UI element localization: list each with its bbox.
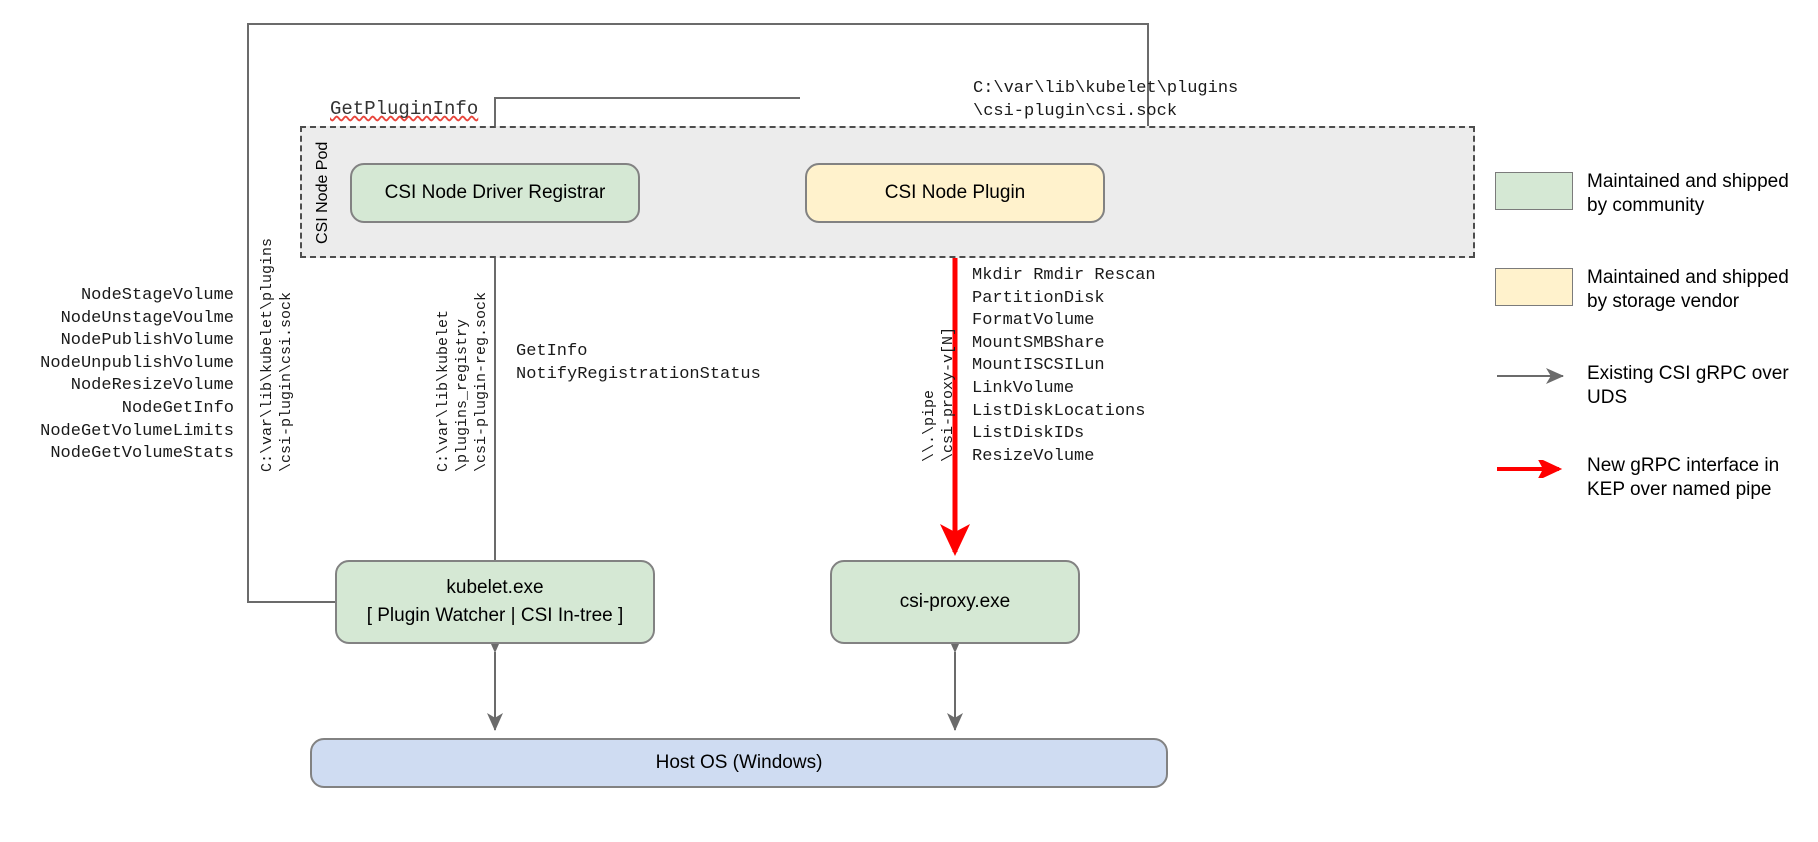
gray-arrow-icon <box>1497 368 1564 384</box>
legend-key-new-grpc <box>1495 454 1587 478</box>
legend-label-new-grpc: New gRPC interface in KEP over named pip… <box>1587 455 1780 500</box>
label-node-plugin-socket-path: C:\var\lib\kubelet\plugins \csi-plugin\c… <box>973 79 1239 121</box>
legend: Maintained and shipped by community Main… <box>1495 170 1805 546</box>
box-csi-node-plugin[interactable]: CSI Node Plugin <box>805 163 1105 223</box>
legend-item-storage-vendor: Maintained and shipped by storage vendor <box>1495 266 1805 314</box>
legend-key-existing-grpc <box>1495 362 1587 384</box>
box-host-os-title: Host OS (Windows) <box>655 752 823 774</box>
legend-item-community: Maintained and shipped by community <box>1495 170 1805 218</box>
red-arrow-icon <box>1497 460 1563 478</box>
box-host-os[interactable]: Host OS (Windows) <box>310 738 1168 788</box>
box-kubelet-exe-title: kubelet.exe <box>446 577 544 599</box>
green-swatch-icon <box>1495 172 1573 210</box>
box-csi-node-driver-registrar[interactable]: CSI Node Driver Registrar <box>350 163 640 223</box>
legend-label-existing-grpc: Existing CSI gRPC over UDS <box>1587 363 1789 408</box>
box-kubelet-exe-subtitle: [ Plugin Watcher | CSI In-tree ] <box>366 605 624 626</box>
box-csi-proxy-exe-title: csi-proxy.exe <box>899 591 1011 613</box>
box-kubelet-exe[interactable]: kubelet.exe [ Plugin Watcher | CSI In-tr… <box>335 560 655 644</box>
legend-label-community: Maintained and shipped by community <box>1587 171 1789 216</box>
box-csi-node-driver-registrar-title: CSI Node Driver Registrar <box>384 182 606 204</box>
label-csi-proxy-operations: Mkdir Rmdir Rescan PartitionDisk FormatV… <box>972 266 1156 466</box>
label-registration-sock-path-vertical: C:\var\lib\kubelet \plugins_registry \cs… <box>435 291 490 472</box>
box-csi-node-plugin-title: CSI Node Plugin <box>884 182 1026 204</box>
cream-swatch-icon <box>1495 268 1573 306</box>
legend-label-storage-vendor: Maintained and shipped by storage vendor <box>1587 267 1789 312</box>
label-named-pipe-vertical: \\.\pipe \csi-proxy-v[N] <box>921 326 957 462</box>
legend-item-existing-grpc: Existing CSI gRPC over UDS <box>1495 362 1805 410</box>
box-csi-proxy-exe[interactable]: csi-proxy.exe <box>830 560 1080 644</box>
csi-node-pod-label: CSI Node Pod <box>314 141 331 244</box>
legend-key-community <box>1495 170 1587 210</box>
legend-key-storage-vendor <box>1495 266 1587 306</box>
label-node-service-rpcs: NodeStageVolume NodeUnstageVoulme NodePu… <box>40 286 234 464</box>
label-registration-rpcs: GetInfo NotifyRegistrationStatus <box>516 342 761 384</box>
legend-item-new-grpc: New gRPC interface in KEP over named pip… <box>1495 454 1805 502</box>
label-get-plugin-info: GetPluginInfo <box>330 98 479 120</box>
label-csi-sock-path-vertical: C:\var\lib\kubelet\plugins \csi-plugin\c… <box>259 237 295 472</box>
